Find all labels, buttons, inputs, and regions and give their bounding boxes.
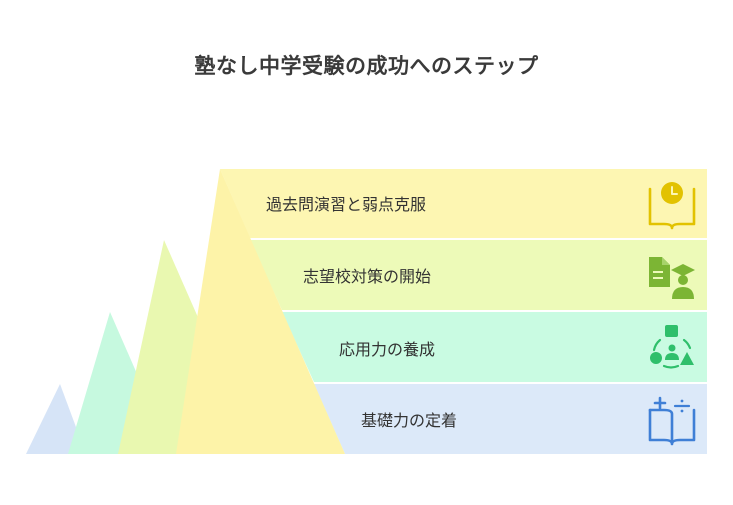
step-triangle-4	[26, 384, 86, 454]
step-label-1: 過去問演習と弱点克服	[266, 195, 426, 214]
step-band-2	[250, 240, 707, 310]
page-title: 塾なし中学受験の成功へのステップ	[194, 54, 539, 78]
step-band-3	[282, 312, 707, 382]
step-band-1	[220, 169, 707, 238]
step-label-2: 志望校対策の開始	[303, 267, 431, 286]
step-triangle-1	[176, 169, 345, 454]
step-label-4: 基礎力の定着	[361, 411, 457, 430]
step-band-4	[314, 384, 707, 454]
step-label-3: 応用力の養成	[339, 340, 435, 359]
shapes-person-icon	[650, 325, 694, 369]
book-math-icon	[648, 396, 696, 446]
book-clock-icon	[648, 182, 696, 230]
student-document-icon	[649, 257, 695, 299]
